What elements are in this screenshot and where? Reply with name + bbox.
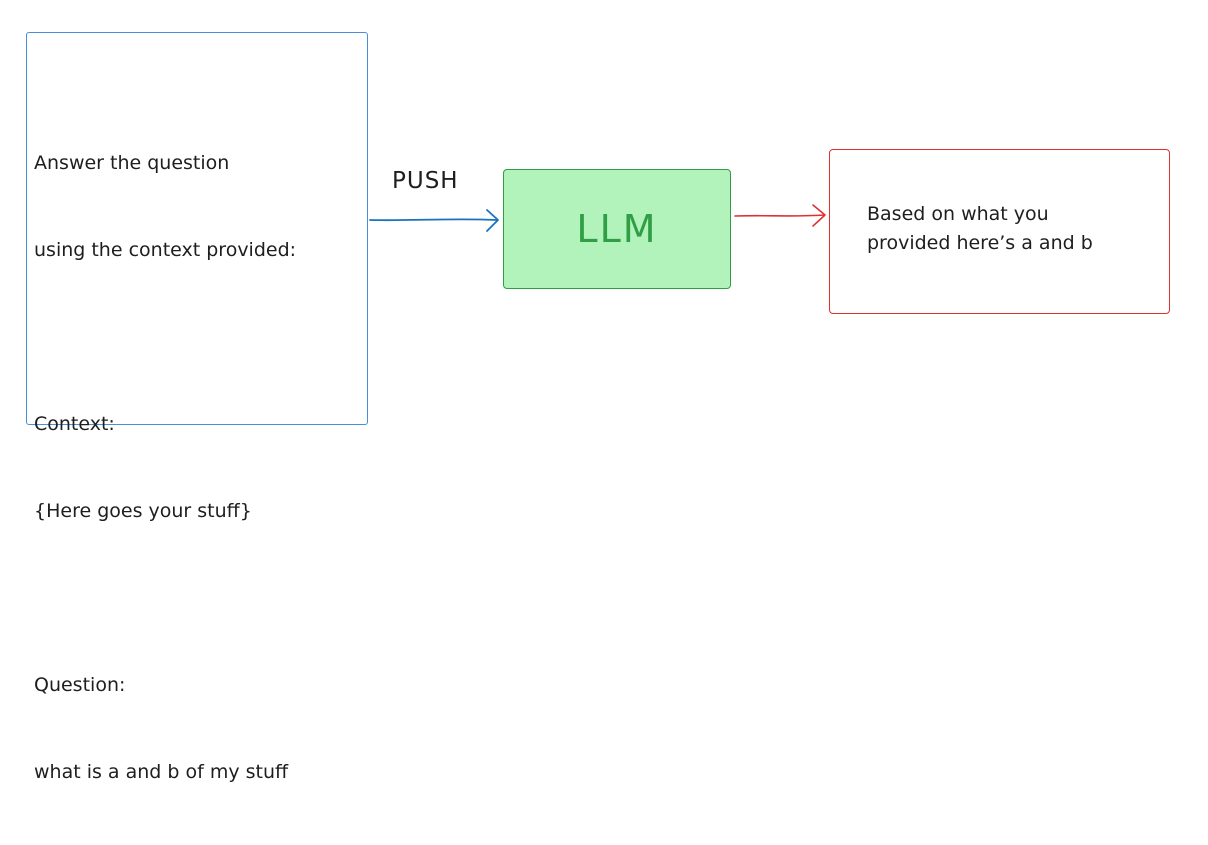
push-arrow: [369, 209, 499, 232]
prompt-line: Context:: [34, 413, 115, 435]
prompt-line: {Here goes your stuff}: [34, 500, 252, 522]
output-line: Based on what you: [867, 203, 1049, 225]
llm-box: LLM: [503, 169, 731, 289]
prompt-line: Answer the question: [34, 152, 230, 174]
output-arrow: [734, 204, 826, 227]
prompt-line: using the context provided:: [34, 239, 297, 261]
output-line: provided here’s a and b: [867, 232, 1093, 254]
connectors: [369, 204, 826, 232]
prompt-line: Question:: [34, 674, 126, 696]
llm-label: LLM: [576, 207, 658, 251]
push-label: PUSH: [392, 168, 459, 194]
output-text: Based on what you provided here’s a and …: [867, 200, 1093, 258]
output-box: Based on what you provided here’s a and …: [829, 149, 1170, 314]
prompt-line: ​: [34, 584, 296, 613]
prompt-line: what is a and b of my stuff: [34, 761, 289, 783]
